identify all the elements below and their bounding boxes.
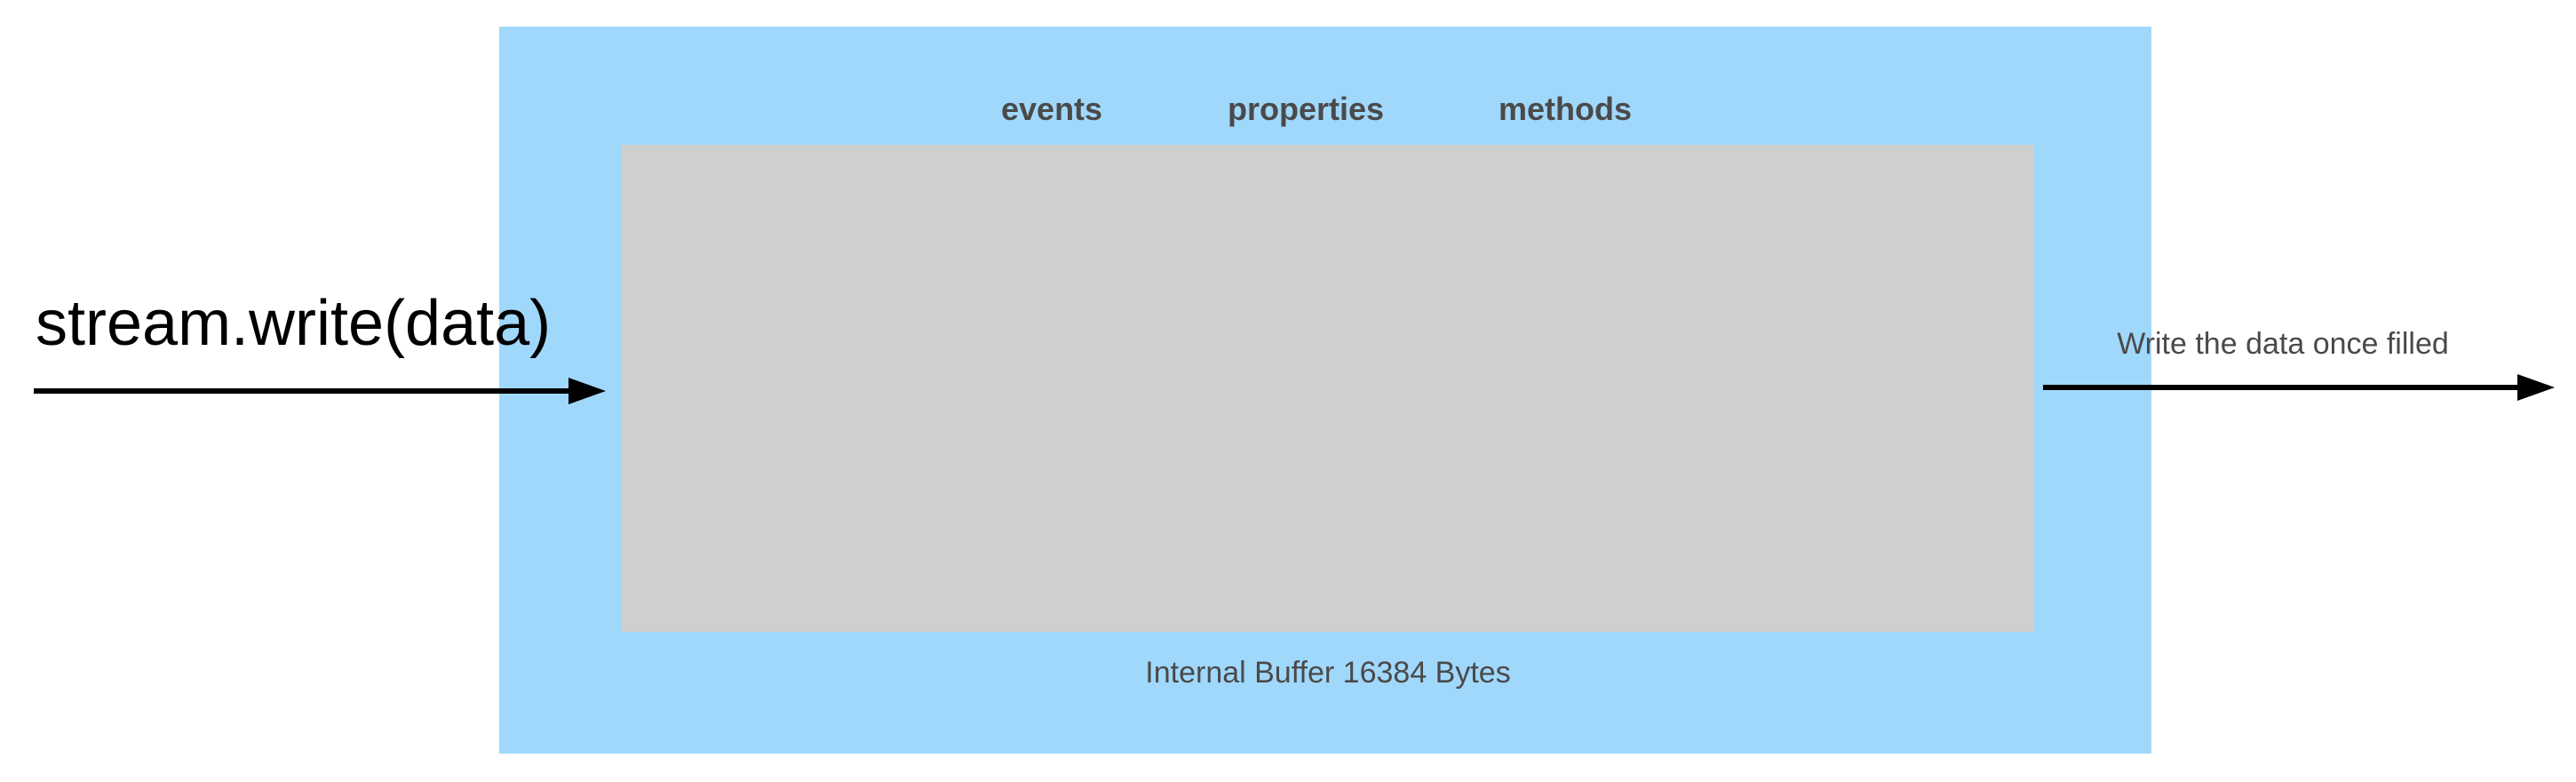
output-label: Write the data once filled bbox=[2117, 327, 2449, 361]
events-label: events bbox=[1001, 91, 1103, 127]
buffer-caption: Internal Buffer 16384 Bytes bbox=[1145, 656, 1511, 690]
input-arrow bbox=[34, 378, 606, 404]
output-arrow bbox=[2043, 374, 2555, 401]
methods-label: methods bbox=[1499, 91, 1633, 127]
properties-label: properties bbox=[1228, 91, 1385, 127]
write-call-label: stream.write(data) bbox=[36, 288, 552, 359]
internal-buffer bbox=[622, 145, 2034, 632]
stream-api-labels: events properties methods bbox=[499, 91, 2151, 135]
writable-stream-box: events properties methods Internal Buffe… bbox=[499, 27, 2151, 754]
